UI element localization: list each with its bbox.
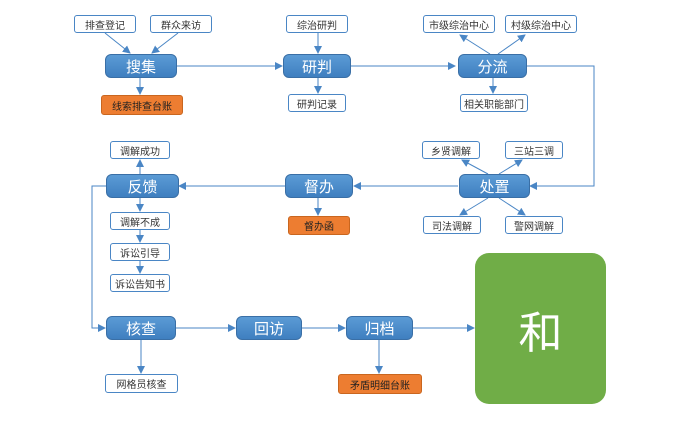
step-analyze: 研判 <box>283 54 351 78</box>
note-mediation-failed: 调解不成 <box>110 212 170 230</box>
arrow-dispose-to-judicial <box>459 197 489 216</box>
note-three-stations: 三站三调 <box>505 141 563 159</box>
orange-conflict-ledger: 矛盾明细台账 <box>338 374 422 394</box>
note-mediation-success: 调解成功 <box>110 141 170 159</box>
arrow-divert-to-city <box>459 34 491 55</box>
note-analysis-record: 研判记录 <box>288 94 346 112</box>
note-police-network-mediation: 警网调解 <box>505 216 563 234</box>
arrow-feedback-to-verify <box>91 185 106 332</box>
arrow-visits-to-collect <box>151 32 179 54</box>
note-city-center: 市级综治中心 <box>423 15 495 33</box>
note-grid-worker-check: 网格员核查 <box>105 374 178 393</box>
step-collect: 搜集 <box>105 54 177 78</box>
note-village-center: 村级综治中心 <box>505 15 577 33</box>
arrow-divert-to-dispose <box>527 65 595 190</box>
note-litigation-notice: 诉讼告知书 <box>110 274 170 292</box>
step-feedback: 反馈 <box>106 174 179 198</box>
note-related-departments: 相关职能部门 <box>460 94 528 112</box>
step-archive: 归档 <box>346 316 413 340</box>
step-divert: 分流 <box>458 54 527 78</box>
step-dispose: 处置 <box>459 174 530 198</box>
arrow-dispose-to-township <box>461 159 489 175</box>
arrow-dispose-to-stations <box>498 159 523 175</box>
step-verify: 核查 <box>106 316 176 340</box>
note-comprehensive-analysis: 综治研判 <box>286 15 348 33</box>
orange-clue-ledger: 线索排查台账 <box>101 95 183 115</box>
arrow-screening-to-collect <box>104 32 131 54</box>
harmony-result-box: 和 <box>475 253 606 404</box>
orange-supervision-letter: 督办函 <box>288 216 350 235</box>
step-revisit: 回访 <box>236 316 302 340</box>
note-litigation-guidance: 诉讼引导 <box>110 243 170 261</box>
step-supervise: 督办 <box>285 174 353 198</box>
note-judicial-mediation: 司法调解 <box>423 216 481 234</box>
arrow-divert-to-village <box>497 34 526 55</box>
arrow-dispose-to-police <box>498 197 526 216</box>
note-township-mediation: 乡贤调解 <box>422 141 480 159</box>
note-screening-register: 排查登记 <box>74 15 136 33</box>
note-mass-visits: 群众来访 <box>150 15 212 33</box>
